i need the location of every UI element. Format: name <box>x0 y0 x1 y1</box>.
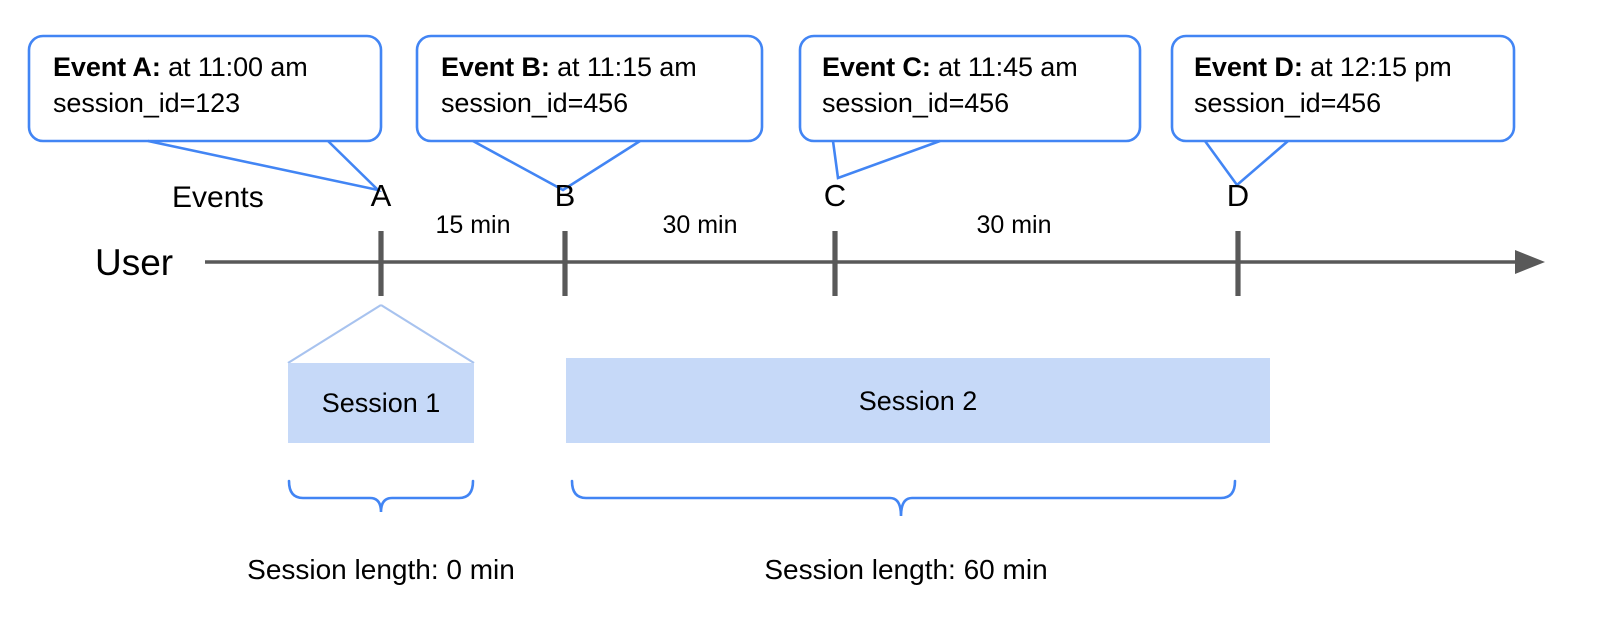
event-marker-label-b: B <box>554 178 576 213</box>
callout-bubble-a[interactable] <box>27 34 383 143</box>
gap-label-c-d: 30 min <box>976 211 1052 239</box>
gap-label-b-c: 30 min <box>662 211 738 239</box>
session-1-funnel <box>287 304 475 364</box>
callout-c-line-1: Event C: at 11:45 am <box>822 50 1078 86</box>
funnel-right-line <box>380 304 475 364</box>
event-marker-label-a: A <box>370 178 392 213</box>
callout-b-rest: at 11:15 am <box>549 52 697 82</box>
callout-a-line-2: session_id=123 <box>53 87 240 118</box>
callout-b-line-2: session_id=456 <box>441 87 628 118</box>
events-row-label: Events <box>172 181 264 214</box>
callout-b-lead: Event B: <box>441 52 550 82</box>
callout-text-c: Event C: at 11:45 am session_id=456 <box>822 50 1078 122</box>
callout-tail-b <box>472 139 641 192</box>
callout-text-a: Event A: at 11:00 am session_id=123 <box>53 50 308 122</box>
callout-d-rest: at 12:15 pm <box>1302 52 1452 82</box>
session-2-length-label: Session length: 60 min <box>764 554 1048 585</box>
callout-c-rest: at 11:45 am <box>930 52 1078 82</box>
session-bars <box>288 358 1270 443</box>
callout-text-b: Event B: at 11:15 am session_id=456 <box>441 50 697 122</box>
callout-c-lead: Event C: <box>822 52 931 82</box>
callout-bubble-d[interactable] <box>1170 34 1516 143</box>
callout-d-line-2: session_id=456 <box>1194 87 1381 118</box>
funnel-left-line <box>287 304 382 364</box>
callout-bubble-c[interactable] <box>798 34 1142 143</box>
callout-tail-a <box>147 139 383 193</box>
callout-bubble-b[interactable] <box>415 34 764 143</box>
callout-a-rest: at 11:00 am <box>160 52 308 82</box>
event-marker-label-d: D <box>1226 178 1250 213</box>
session-bar-2[interactable] <box>566 358 1270 443</box>
callout-a-line-1: Event A: at 11:00 am <box>53 50 308 86</box>
callout-b-line-1: Event B: at 11:15 am <box>441 50 697 86</box>
callout-d-line-1: Event D: at 12:15 pm <box>1194 50 1452 86</box>
session-bar-2-label: Session 2 <box>858 386 978 416</box>
callout-bubbles <box>27 34 1516 143</box>
session-brace-2 <box>570 479 1237 517</box>
session-1-length-label: Session length: 0 min <box>247 554 515 585</box>
callout-tail-d <box>1203 140 1289 187</box>
callout-tails <box>147 139 1289 193</box>
event-ticks <box>378 231 1241 296</box>
session-brace-1 <box>287 479 475 513</box>
callout-tail-c <box>831 139 941 180</box>
session-bar-1[interactable] <box>288 363 474 443</box>
callout-c-line-2: session_id=456 <box>822 87 1009 118</box>
user-row-label: User <box>95 242 174 283</box>
session-braces <box>287 479 1237 517</box>
callout-text-d: Event D: at 12:15 pm session_id=456 <box>1194 50 1452 122</box>
timeline-axis <box>205 250 1545 274</box>
gap-label-a-b: 15 min <box>435 211 511 239</box>
event-marker-label-c: C <box>823 178 847 213</box>
session-bar-1-label: Session 1 <box>321 388 441 418</box>
axis-arrowhead <box>1515 250 1545 274</box>
callout-d-lead: Event D: <box>1194 52 1303 82</box>
callout-a-lead: Event A: <box>53 52 161 82</box>
